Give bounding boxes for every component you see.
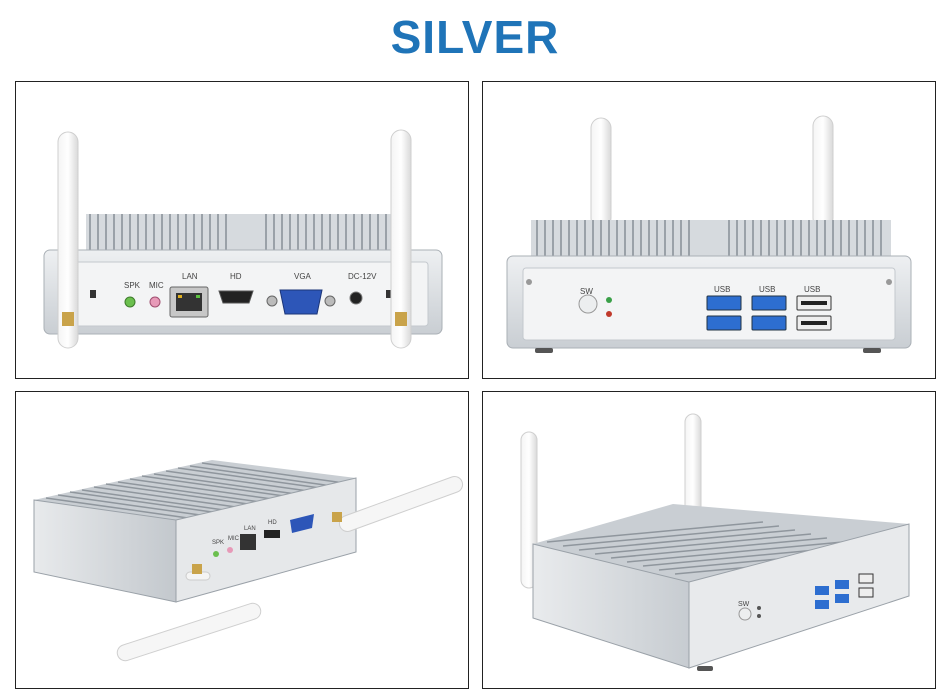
usb2-port-icon [858, 573, 874, 584]
antenna-right-icon [812, 115, 834, 229]
heatsink-fins [531, 220, 891, 258]
hdd-led-icon [757, 614, 761, 618]
usb3-port-group-1 [706, 295, 742, 331]
power-led-icon [606, 297, 612, 303]
antenna-left-icon [590, 117, 612, 229]
hdmi-port-icon [218, 290, 254, 304]
hd-label: HD [230, 272, 242, 281]
spk-label: SPK [212, 540, 224, 546]
rear-view-illustration: SPK MIC LAN HD VGA DC-12V [43, 129, 443, 349]
sw-label: SW [580, 287, 593, 296]
lan-label: LAN [244, 526, 256, 532]
usb2-port-group [796, 295, 832, 331]
heatsink-fins [86, 214, 406, 252]
product-photo-rear-angle: SPK MIC LAN HD [15, 391, 469, 689]
power-button-icon [738, 607, 752, 621]
usb3-port-icon [751, 315, 787, 331]
spk-label: SPK [124, 281, 141, 290]
page-title: SILVER [390, 11, 560, 63]
hd-label: HD [268, 520, 277, 526]
dc-label: DC-12V [348, 272, 377, 281]
antenna-left-icon [116, 602, 262, 662]
usb3-port-icon [835, 594, 849, 603]
vga-label: VGA [294, 272, 312, 281]
speaker-jack-icon [213, 551, 219, 557]
sw-label: SW [738, 601, 750, 608]
usb2-port-icon [858, 587, 874, 598]
speaker-jack-icon [124, 296, 136, 308]
mic-jack-icon [227, 547, 233, 553]
usb3-port-icon [835, 580, 849, 589]
power-led-icon [757, 606, 761, 610]
front-angle-illustration: SW [520, 413, 910, 671]
chassis-front [688, 523, 910, 669]
lan-port-icon [240, 534, 256, 550]
vga-port-icon [279, 289, 323, 315]
front-view-illustration: SW USB USB USB [506, 115, 912, 353]
antenna-right-icon [338, 476, 464, 532]
usb3-port-group [815, 580, 849, 609]
hdd-led-icon [606, 311, 612, 317]
usb3-port-icon [751, 295, 787, 311]
vga-port-icon [290, 514, 314, 533]
mic-label: MIC [228, 536, 240, 542]
usb-label-1: USB [714, 285, 730, 294]
usb-label-2: USB [759, 285, 775, 294]
usb3-port-icon [706, 315, 742, 331]
usb-label-3: USB [804, 285, 820, 294]
heatsink-top [34, 460, 356, 520]
usb3-port-group-2 [751, 295, 787, 331]
usb3-port-icon [815, 600, 829, 609]
product-photo-front: SW USB USB USB [482, 81, 936, 379]
mic-jack-icon [149, 296, 161, 308]
heatsink-fins [45, 462, 345, 519]
usb2-port-group [858, 573, 874, 598]
rear-angle-illustration: SPK MIC LAN HD [33, 460, 464, 662]
product-photo-rear: SPK MIC LAN HD VGA DC-12V [15, 81, 469, 379]
lan-label: LAN [182, 272, 198, 281]
dc-power-jack-icon [349, 291, 363, 305]
antenna-left-icon [57, 131, 79, 349]
antenna-right-icon [390, 129, 412, 349]
chassis-rear [175, 477, 357, 603]
mic-label: MIC [149, 281, 164, 290]
usb3-port-icon [706, 295, 742, 311]
hdmi-port-icon [264, 530, 280, 538]
usb3-port-icon [815, 586, 829, 595]
product-photo-front-angle: SW [482, 391, 936, 689]
power-button-icon [578, 294, 598, 314]
